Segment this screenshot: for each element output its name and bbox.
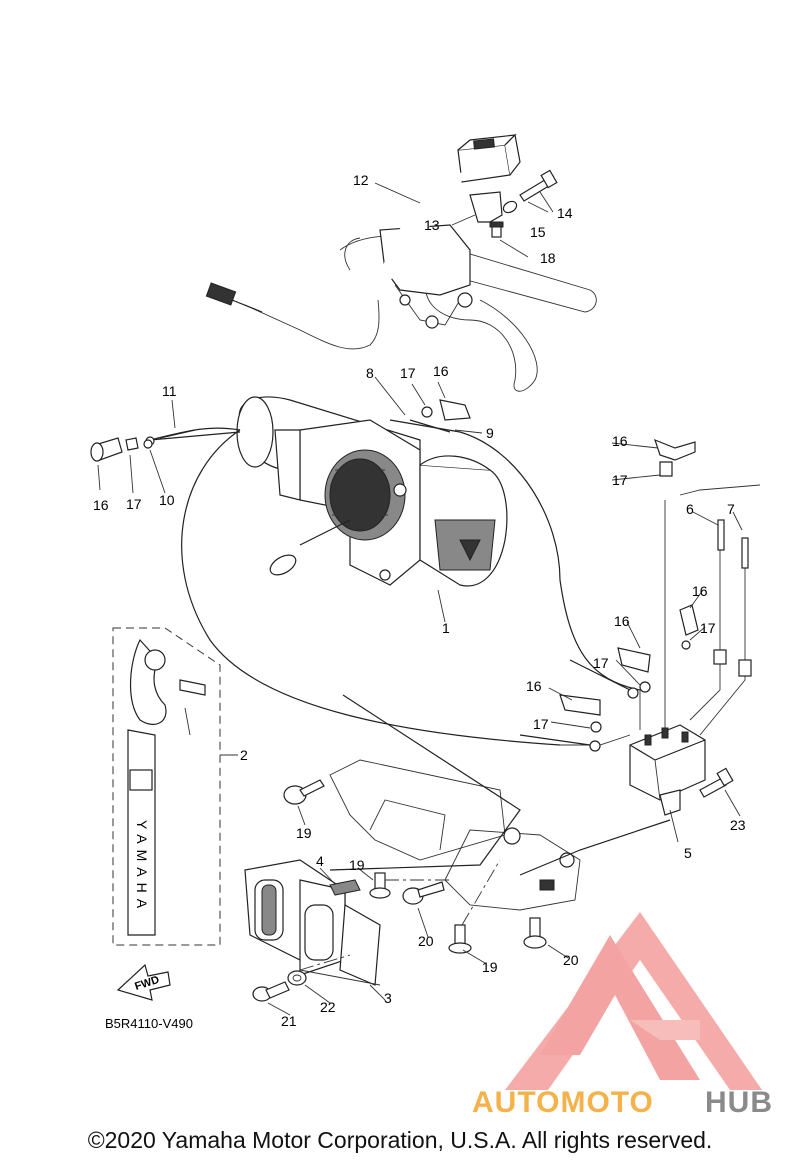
bolt-20-left (283, 779, 325, 805)
callout-20c: 20 (563, 952, 579, 968)
callout-9: 9 (486, 425, 494, 441)
terminal-hardware (90, 399, 699, 733)
watermark-brand-automoto: AUTOMOTO (472, 1086, 654, 1119)
fwd-arrow: FWD (116, 963, 171, 1001)
solenoid (629, 724, 734, 816)
watermark-brand: AUTOMOTO HUB (472, 1086, 773, 1119)
copyright-notice: ©2020 Yamaha Motor Corporation, U.S.A. A… (87, 1127, 713, 1153)
callout-7: 7 (727, 501, 735, 517)
watermark-inner-b (630, 1020, 700, 1040)
hook-kit (112, 627, 221, 946)
winch-assembly (236, 396, 508, 587)
callout-12: 12 (353, 172, 369, 188)
callout-16d: 16 (692, 583, 708, 599)
callout-16b: 16 (93, 497, 109, 513)
callout-3: 3 (384, 990, 392, 1006)
wiring (145, 419, 761, 752)
bolt-19-lower (448, 924, 472, 954)
callout-5: 5 (684, 845, 692, 861)
hook-strap-text: YAMAHA (134, 820, 150, 914)
mount-bolts (252, 779, 547, 1002)
callout-6: 6 (686, 501, 694, 517)
callout-22: 22 (320, 999, 336, 1015)
callouts: 12 13 14 15 18 8 17 16 9 11 16 17 10 1 1… (93, 172, 746, 1029)
callout-17c: 17 (612, 472, 628, 488)
callout-17d: 17 (700, 620, 716, 636)
callout-18: 18 (540, 250, 556, 266)
callout-1: 1 (442, 620, 450, 636)
callout-14: 14 (557, 205, 573, 221)
callout-10: 10 (159, 492, 175, 508)
watermark-logo (505, 912, 762, 1090)
callout-8: 8 (366, 365, 374, 381)
callout-21: 21 (281, 1013, 297, 1029)
callout-17b: 17 (126, 496, 142, 512)
callout-4: 4 (316, 853, 324, 869)
callout-13: 13 (424, 217, 440, 233)
bolt-20-right (523, 917, 547, 949)
bolt-20-center (402, 881, 445, 905)
callout-19a: 19 (349, 857, 365, 873)
callout-11: 11 (162, 383, 177, 399)
callout-23: 23 (730, 817, 746, 833)
leader-lines (97, 182, 743, 1016)
callout-19b: 19 (482, 959, 498, 975)
callout-16f: 16 (526, 678, 542, 694)
mount-bracket (244, 694, 671, 986)
callout-2: 2 (240, 747, 248, 763)
callout-17a: 17 (400, 365, 416, 381)
callout-20b: 20 (418, 933, 434, 949)
callout-16a: 16 (433, 363, 449, 379)
callout-16e: 16 (614, 613, 630, 629)
diagram-code: B5R4110-V490 (105, 1016, 193, 1031)
callout-16c: 16 (612, 433, 628, 449)
washer-22 (287, 970, 307, 986)
watermark-brand-hub: HUB (705, 1086, 773, 1119)
bolt-21 (252, 981, 290, 1002)
callout-17e: 17 (593, 655, 609, 671)
callout-15: 15 (530, 224, 546, 240)
callout-20a: 19 (296, 825, 312, 841)
bolt-19-upper (369, 872, 391, 899)
watermark-inner-a (540, 935, 700, 1080)
callout-17f: 17 (533, 716, 549, 732)
handlebar-switch-group (205, 133, 597, 392)
